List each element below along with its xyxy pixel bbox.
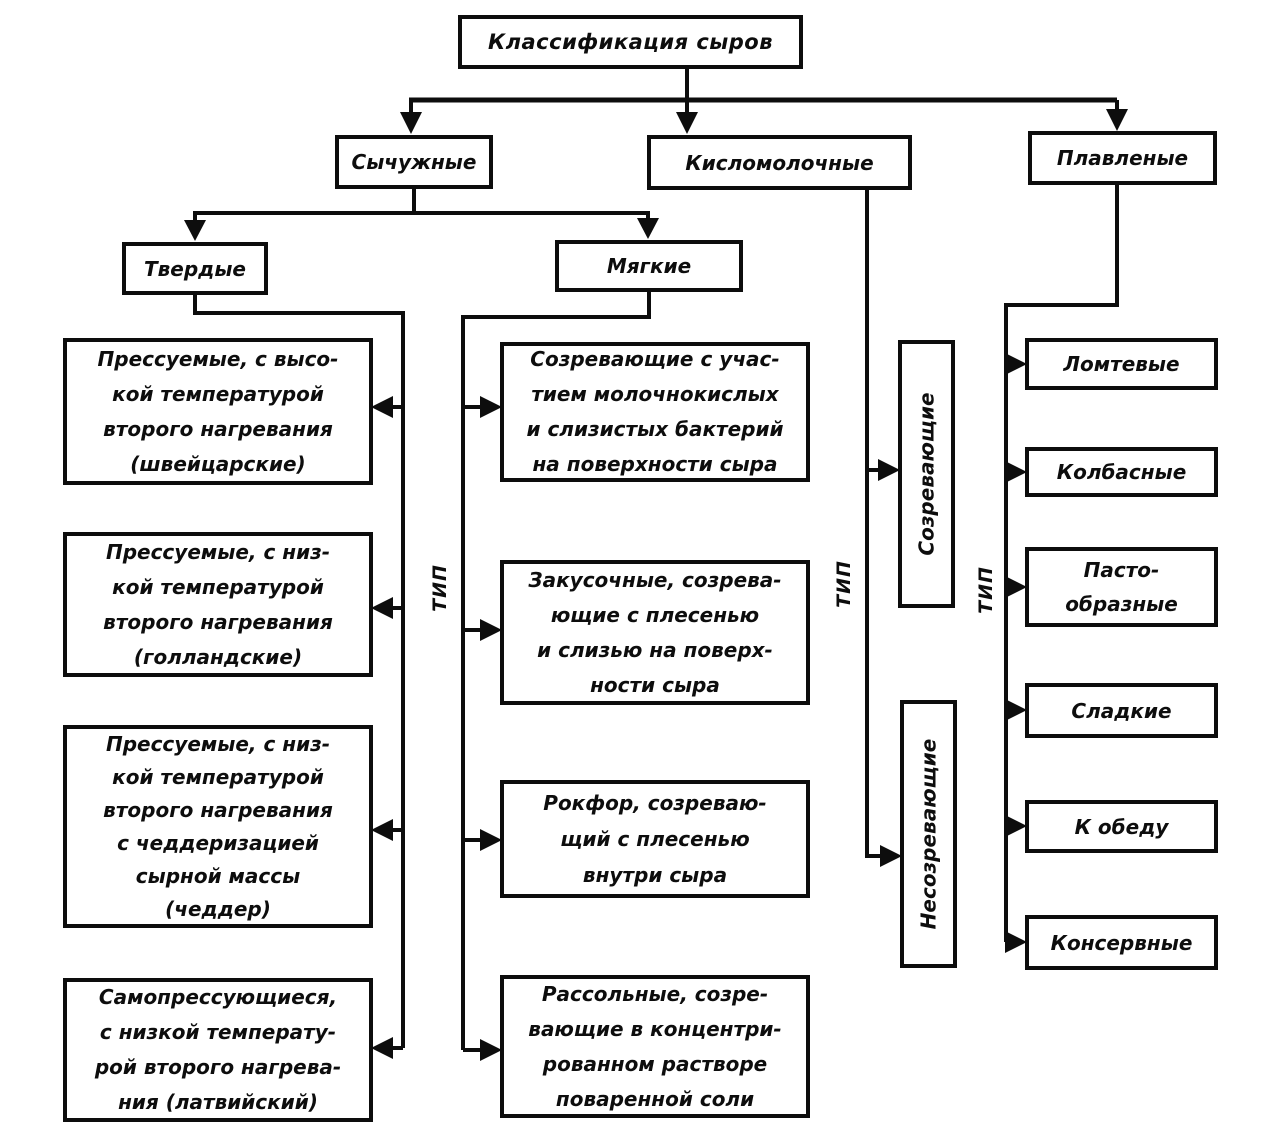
arrowhead [371,396,393,418]
arrowhead [1005,931,1027,953]
tip-label-processed: ТИП [962,552,1010,627]
processed-box-for-dinner: К обеду [1025,800,1218,853]
connector [865,189,882,858]
tip-label-sour-milk-text: ТИП [832,560,855,608]
processed-box-paste: Пасто- образные [1025,547,1218,627]
arrowhead [480,619,502,641]
arrowhead [1005,815,1027,837]
node-sychuzhnye: Сычужные [335,135,493,189]
arrowhead [371,1037,393,1059]
processed-box-canned: Консервные [1025,915,1218,970]
tip-label-processed-text: ТИП [974,565,997,614]
sour-milk-box-non-ripening-label: Несозревающие [916,738,941,930]
soft-cheese-box-brine: Рассольные, созре- вающие в концентри- р… [500,975,810,1118]
connector [1004,184,1119,942]
arrowhead [676,112,698,134]
tip-label-soft: ТИП [416,550,464,625]
arrowhead [1005,576,1027,598]
processed-box-sausage: Колбасные [1025,447,1218,497]
node-plavlenye: Плавленые [1028,131,1217,185]
soft-cheese-box-snack: Закусочные, созрева- ющие с плесенью и с… [500,560,810,705]
connector [461,291,651,1050]
arrowhead [880,845,902,867]
processed-box-sweet: Сладкие [1025,683,1218,738]
hard-cheese-box-dutch: Прессуемые, с низ- кой температурой втор… [63,532,373,677]
sour-milk-box-ripening-label: Созревающие [914,392,939,556]
arrowhead [1106,109,1128,131]
arrowhead [1005,461,1027,483]
sour-milk-box-ripening: Созревающие [898,340,955,608]
node-myagkie: Мягкие [555,240,743,292]
soft-cheese-box-roquefort: Рокфор, созреваю- щий с плесенью внутри … [500,780,810,898]
arrowhead [480,829,502,851]
node-tverdye: Твердые [122,242,268,295]
hard-cheese-box-swiss: Прессуемые, с высо- кой температурой вто… [63,338,373,485]
arrowhead [1005,353,1027,375]
arrowhead [184,220,206,241]
arrowhead [480,396,502,418]
connector [193,294,405,1048]
soft-cheese-box-surface-bacteria: Созревающие с учас- тием молочнокислых и… [500,342,810,482]
node-kislomolochnye: Кисломолочные [647,135,912,190]
tip-label-sour-milk: ТИП [820,548,868,620]
hard-cheese-box-latvian: Самопрессующиеся, с низкой температу- ро… [63,978,373,1122]
arrowhead [480,1039,502,1061]
arrowhead [878,459,900,481]
arrowhead [371,597,393,619]
node-classification-root: Классификация сыров [458,15,803,69]
connectors [184,68,1128,1061]
arrowhead [371,819,393,841]
sour-milk-box-non-ripening: Несозревающие [900,700,957,968]
tip-label-soft-text: ТИП [428,563,451,612]
arrowhead [637,218,659,239]
hard-cheese-box-cheddar: Прессуемые, с низ- кой температурой втор… [63,725,373,928]
arrowhead [400,112,422,134]
arrowhead [1005,699,1027,721]
processed-box-sliced: Ломтевые [1025,338,1218,390]
